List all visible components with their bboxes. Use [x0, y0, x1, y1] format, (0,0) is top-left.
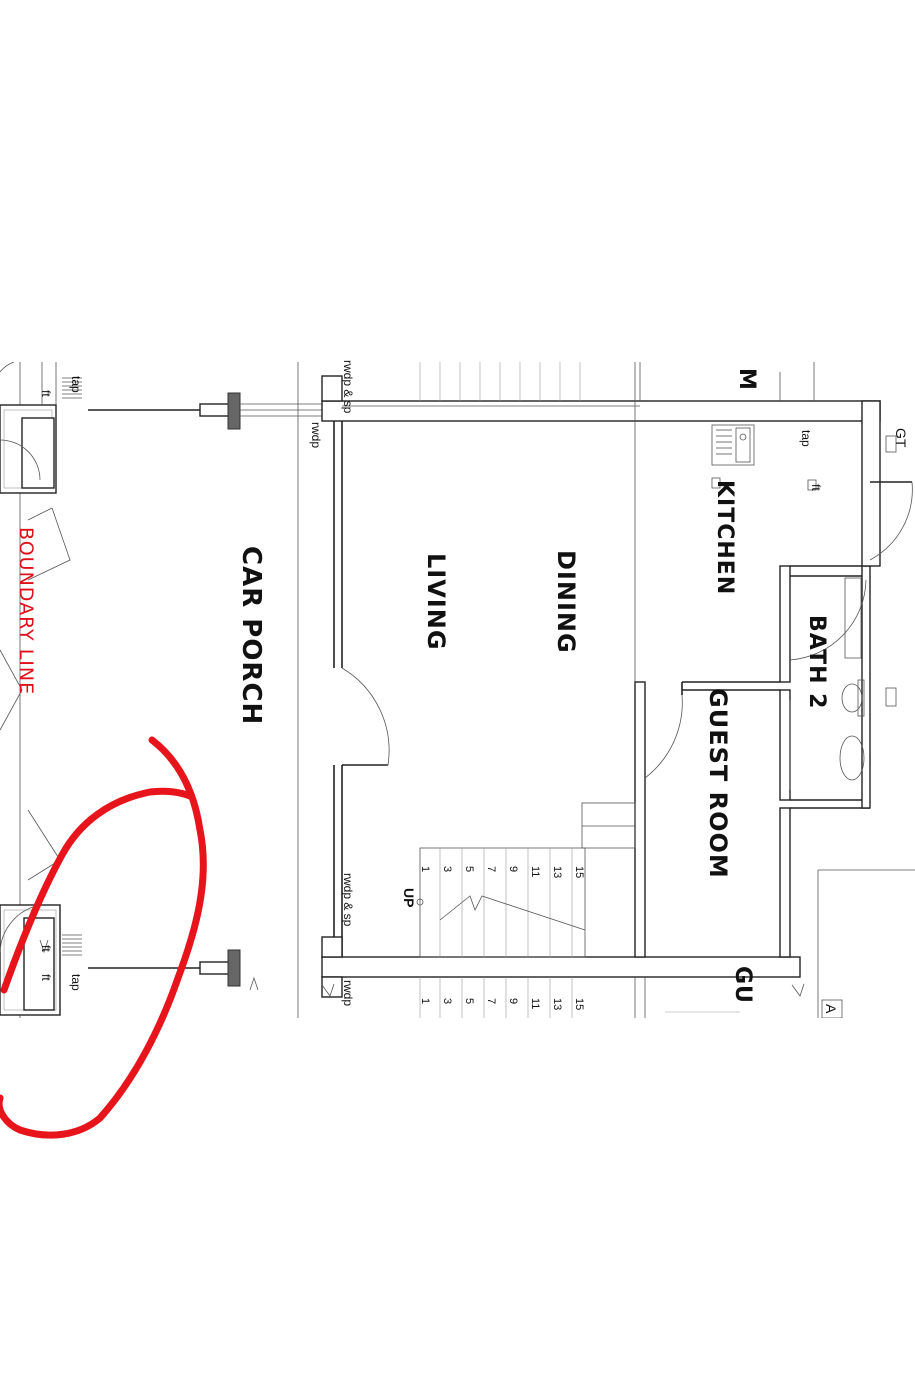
kitchen-sink	[711, 424, 817, 491]
room-label-bath-2: BATH 2	[804, 615, 829, 709]
gate-ladder-bottom	[62, 934, 82, 956]
plan-linework	[0, 362, 915, 1018]
bath-fixtures	[839, 577, 897, 781]
stair-step-mid-9: 9	[507, 866, 519, 872]
room-label-partial-top: M	[734, 368, 759, 391]
note-rwdp-top: rwdp	[309, 422, 323, 448]
note-ft-left-1: ft	[39, 390, 53, 397]
stair-step-bottom-1: 1	[419, 998, 431, 1004]
stair-step-mid-15: 15	[573, 866, 585, 878]
stair-step-bottom-9: 9	[507, 998, 519, 1004]
note-kitchen-tap: tap	[799, 430, 813, 447]
stair-step-bottom-15: 15	[573, 998, 585, 1010]
room-label-car-porch: CAR PORCH	[236, 546, 266, 725]
stair-step-bottom-7: 7	[485, 998, 497, 1004]
note-rwdp-bottom: rwdp	[341, 980, 355, 1006]
gate-ladder-top	[62, 377, 82, 399]
note-up: UP	[401, 888, 417, 907]
note-rwdp-sp-mid: rwdp & sp	[341, 873, 355, 927]
stair-step-mid-3: 3	[441, 866, 453, 872]
room-label-guest-room: GUEST ROOM	[704, 688, 732, 879]
stair-step-bottom-13: 13	[551, 998, 563, 1010]
staircase-bottom	[419, 977, 843, 1018]
stair-step-bottom-3: 3	[441, 998, 453, 1004]
stair-step-mid-13: 13	[551, 866, 563, 878]
room-label-dining: DINING	[552, 550, 580, 654]
note-kitchen-ft: ft	[809, 484, 823, 491]
stair-step-mid-5: 5	[463, 866, 475, 872]
note-tap-left-top: tap	[69, 376, 83, 393]
stair-step-mid-7: 7	[485, 866, 497, 872]
stair-step-mid-1: 1	[419, 866, 431, 872]
staircase-mid	[416, 802, 636, 958]
room-label-kitchen: KITCHEN	[712, 480, 737, 595]
room-label-guest-room-partial: GU	[730, 966, 755, 1004]
note-ft-left-2: ft	[39, 945, 53, 952]
stair-step-bottom-5: 5	[463, 998, 475, 1004]
note-tap-left-bottom: tap	[69, 974, 83, 991]
note-gt: GT	[893, 428, 909, 448]
note-partial-a: A	[823, 1004, 839, 1014]
room-label-living: LIVING	[422, 553, 450, 651]
stair-step-bottom-11: 11	[529, 998, 541, 1009]
red-markup-circle	[0, 736, 207, 1139]
boundary-line-label: BOUNDARY LINE	[15, 527, 37, 695]
stair-step-mid-11: 11	[529, 866, 541, 877]
note-ft-left-3: ft	[39, 974, 53, 981]
note-rwdp-sp-top: rwdp & sp	[341, 360, 355, 414]
